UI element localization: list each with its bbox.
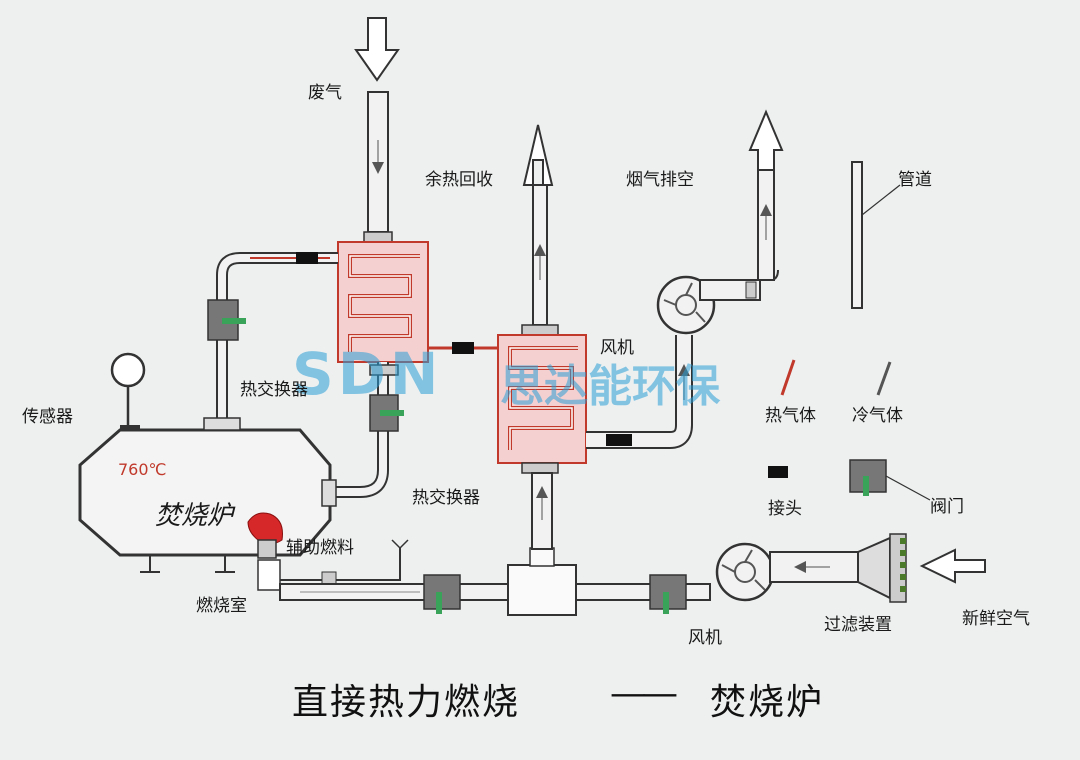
fresh-air-inlet-arrow	[919, 548, 986, 584]
label-valve: 阀门	[930, 497, 964, 517]
label-aux-fuel: 辅助燃料	[286, 538, 354, 558]
watermark-latin: SDN	[292, 340, 443, 408]
label-cold-gas: 冷气体	[852, 406, 903, 426]
heat-exchanger-top	[337, 241, 429, 363]
label-pipe: 管道	[898, 170, 932, 190]
label-fan-bottom: 风机	[688, 628, 722, 648]
label-heat-exchanger-2: 热交换器	[412, 488, 480, 508]
watermark-cn: 思达能环保	[500, 361, 720, 412]
label-heat-recovery: 余热回收	[425, 170, 493, 190]
label-hot-gas: 热气体	[765, 406, 816, 426]
label-flue-exhaust: 烟气排空	[626, 170, 694, 190]
legend-hot-gas-icon	[780, 359, 796, 396]
valve-left	[207, 299, 246, 341]
diagram-title-sub: 焚烧炉	[710, 682, 825, 723]
joint-connector	[452, 342, 474, 354]
valve-bottom-left	[423, 574, 461, 614]
burner-flame-icon	[247, 512, 283, 559]
legend-pipe	[851, 161, 901, 309]
top-fan-icon	[656, 269, 779, 335]
waste-gas-inlet-arrow	[354, 17, 400, 82]
mixing-box	[507, 472, 577, 616]
bottom-air-pipe	[279, 583, 711, 601]
legend-joint-icon	[768, 466, 788, 478]
diagram-title-main: 直接热力燃烧	[292, 682, 521, 723]
exchanger-to-fan-duct	[586, 335, 693, 449]
label-heat-exchanger-1: 热交换器	[240, 380, 308, 400]
combustion-chamber-pipe	[257, 539, 409, 591]
valve-middle	[369, 394, 404, 432]
label-combustion-chamber: 燃烧室	[196, 596, 247, 616]
legend-cold-gas-icon	[876, 361, 892, 396]
flue-exhaust-stack	[748, 109, 784, 281]
legend-valve-icon	[849, 459, 931, 501]
label-fresh-air: 新鲜空气	[962, 609, 1030, 629]
heat-exchanger-middle	[497, 324, 587, 474]
label-joint: 接头	[768, 499, 802, 519]
sensor-gauge	[110, 352, 146, 425]
filter-device-icon	[857, 533, 907, 603]
label-furnace: 焚烧炉	[155, 501, 234, 531]
heat-recovery-outlet	[522, 124, 554, 326]
exchanger-return-pipe	[330, 362, 399, 498]
label-sensor: 传感器	[22, 407, 73, 427]
label-fan-top: 风机	[600, 338, 634, 358]
furnace-to-exchanger-pipe	[216, 252, 338, 425]
diagram-title-dash: ——	[610, 673, 678, 714]
label-filter: 过滤装置	[824, 615, 892, 635]
valve-bottom-right	[649, 574, 687, 614]
label-temperature: 760℃	[118, 460, 167, 479]
label-waste-gas: 废气	[308, 83, 342, 103]
